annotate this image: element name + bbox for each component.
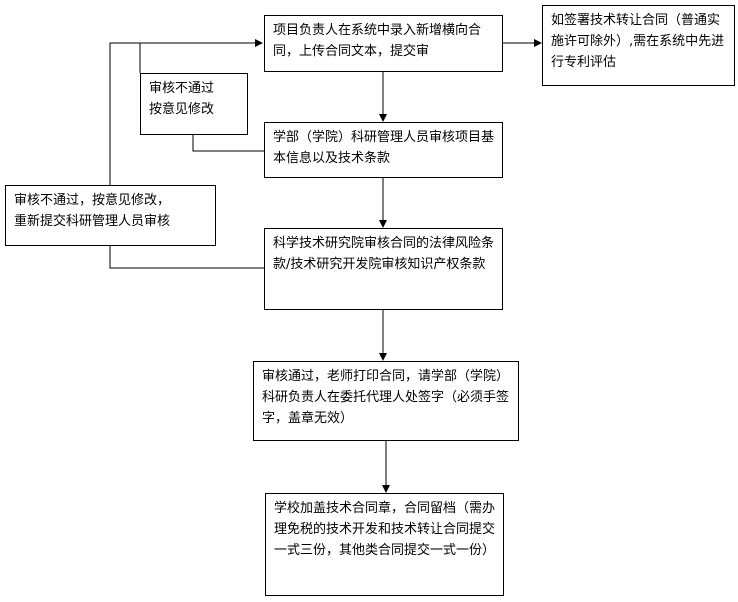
step2-box: 学部（学院）科研管理人员审核项目基本信息以及技术条款 <box>264 122 503 178</box>
arrowhead <box>382 485 390 493</box>
reject2-box: 审核不通过，按意见修改， 重新提交科研管理人员审核 <box>5 185 216 246</box>
return-to-step1-line <box>109 42 255 185</box>
arrowhead <box>534 39 542 47</box>
step3-box: 科学技术研究院审核合同的法律风险条款/技术研究开发院审核知识产权条款 <box>264 228 503 310</box>
arrowhead <box>379 220 387 228</box>
arrowhead <box>379 353 387 361</box>
step4-box: 审核通过，老师打印合同，请学部（学院）科研负责人在委托代理人处签字（必须手签字，… <box>253 361 519 441</box>
side-note-box: 如签署技术转让合同（普通实施许可除外）,需在系统中先进行专利评估 <box>542 5 735 86</box>
step5-box: 学校加盖技术合同章，合同留档（需办理免税的技术开发和技术转让合同提交一式三份，其… <box>265 493 504 596</box>
reject2-loop-line <box>109 246 265 269</box>
arrowhead <box>379 114 387 122</box>
reject1-loop-line <box>192 135 265 152</box>
reject1-box: 审核不通过 按意见修改 <box>140 73 248 135</box>
step1-box: 项目负责人在系统中录入新增横向合同，上传合同文本，提交审 <box>264 15 503 72</box>
arrowhead <box>255 39 263 47</box>
